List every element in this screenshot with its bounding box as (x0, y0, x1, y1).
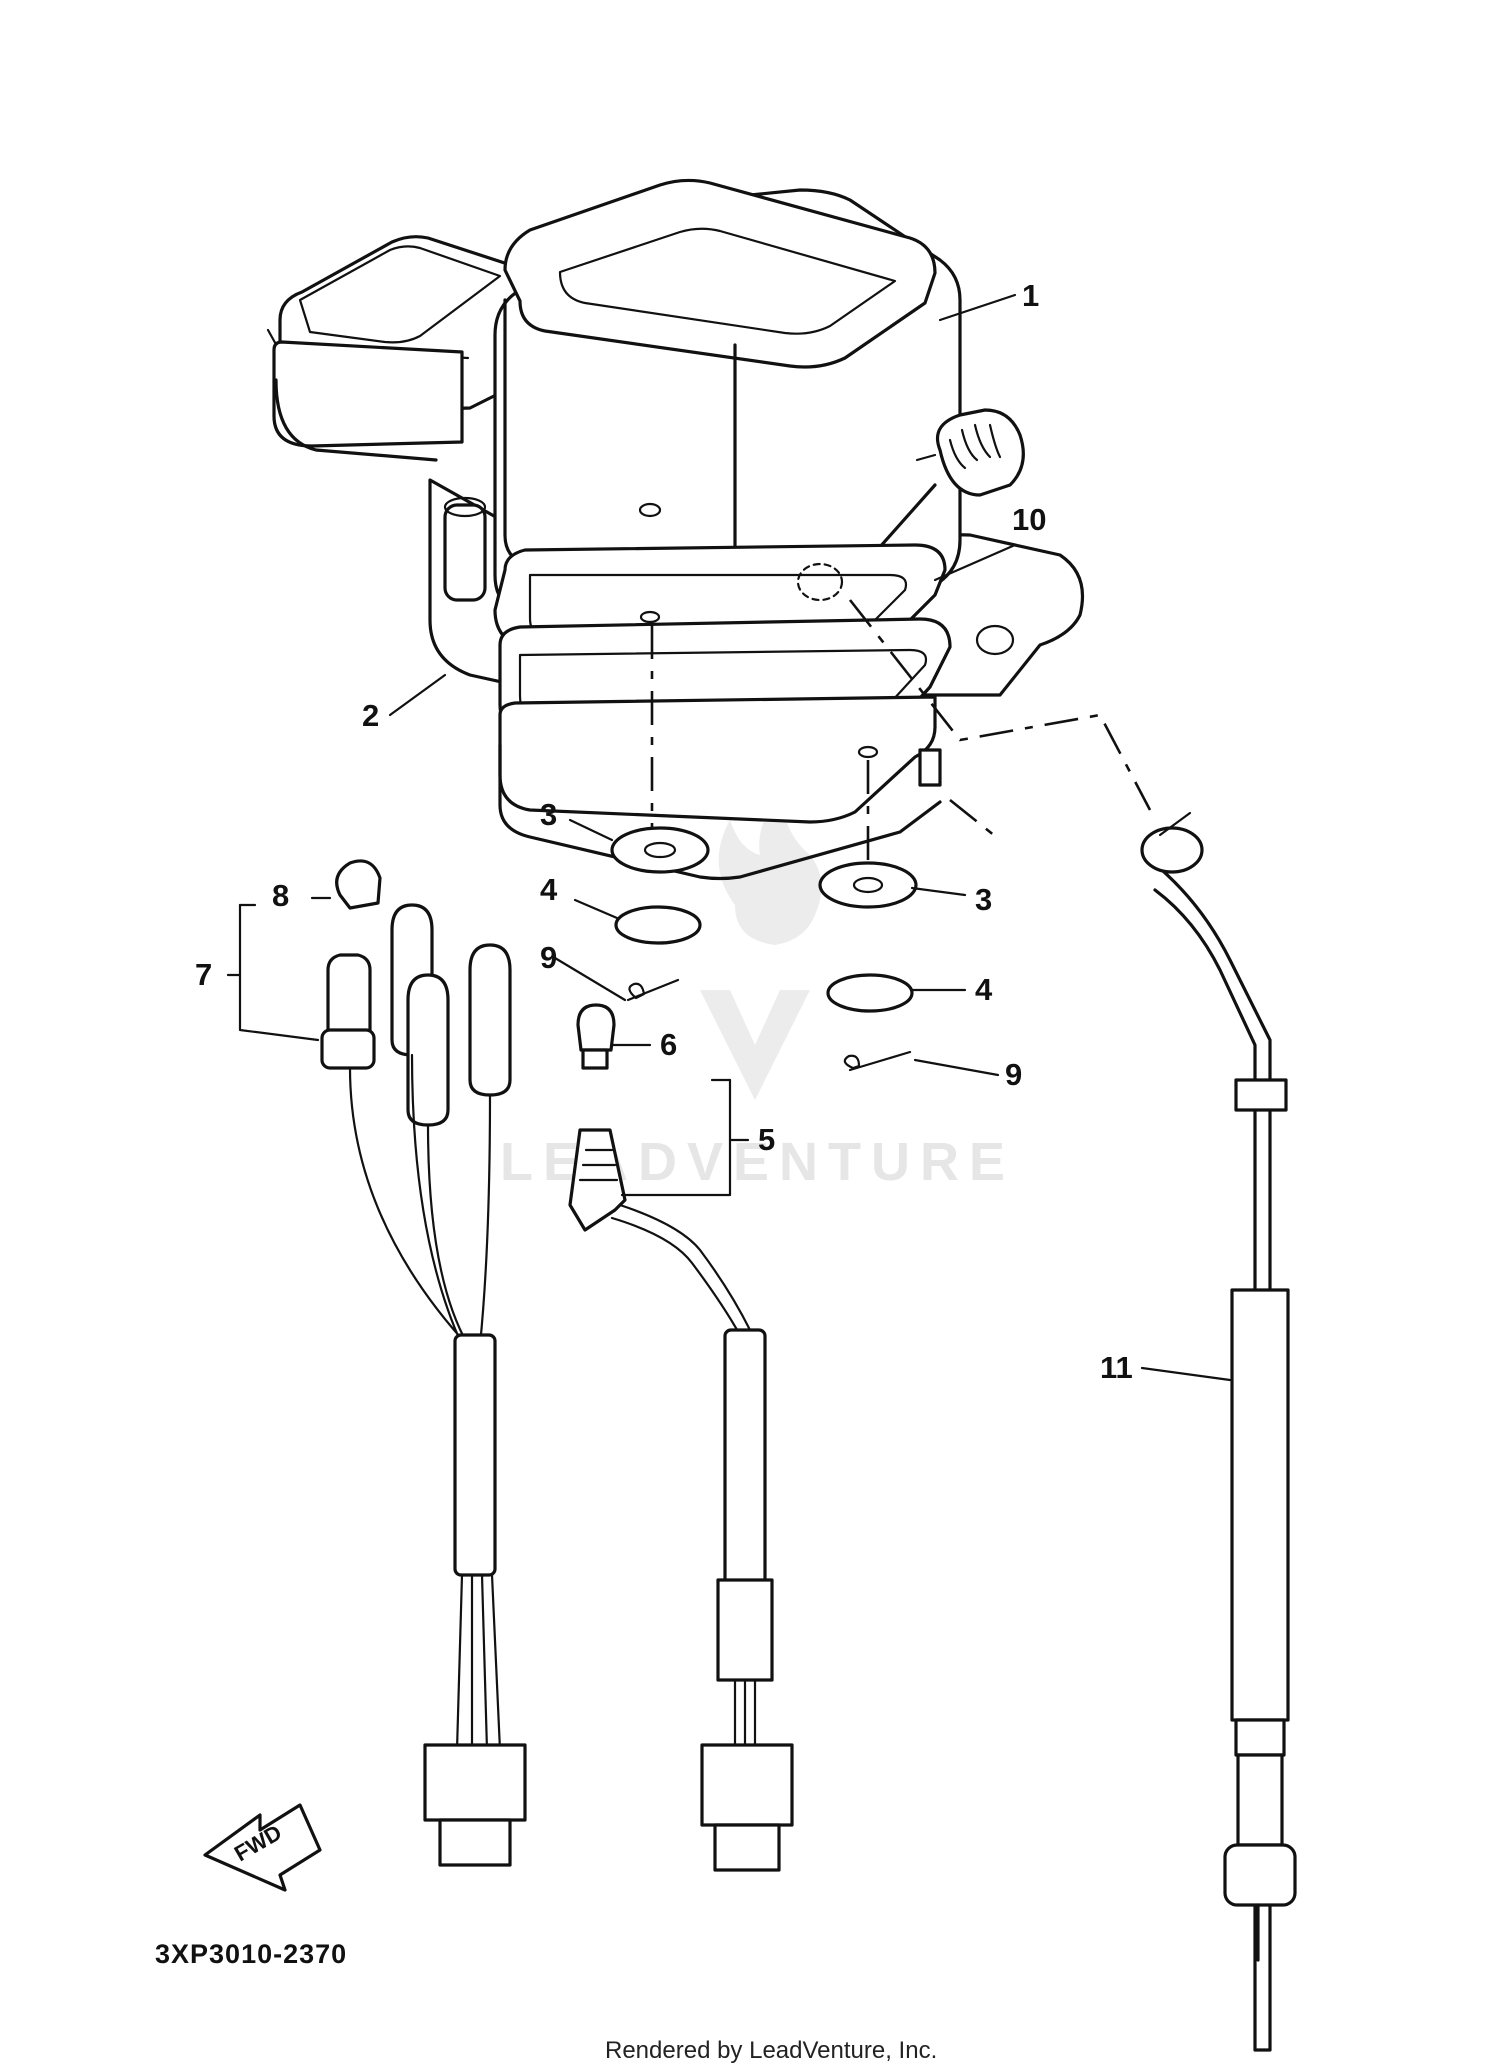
callout-6: 6 (660, 1027, 677, 1062)
callout-4-right: 4 (975, 972, 993, 1007)
diagram-code: 3XP3010-2370 (155, 1939, 347, 1969)
callout-5: 5 (758, 1122, 775, 1157)
callout-9-right: 9 (1005, 1057, 1022, 1092)
render-credit: Rendered by LeadVenture, Inc. (605, 2037, 937, 2064)
callout-3-left: 3 (540, 797, 557, 832)
callout-8: 8 (272, 878, 289, 913)
indicator-harness (320, 859, 527, 1867)
callout-3-right: 3 (975, 882, 992, 917)
fwd-arrow: FWD (203, 1803, 322, 1892)
callout-9-left: 9 (540, 940, 557, 975)
callout-labels: 1 10 2 3 3 4 4 8 7 9 9 6 5 11 (195, 278, 1133, 1385)
callout-11: 11 (1100, 1350, 1133, 1385)
speedometer-cable (848, 599, 1297, 2052)
fwd-arrow-icon (203, 1803, 322, 1892)
meter-assembly (266, 178, 1085, 881)
callout-4-left: 4 (540, 872, 558, 907)
watermark-v-icon (700, 990, 810, 1100)
callout-7: 7 (195, 957, 212, 992)
callout-1: 1 (1022, 278, 1039, 313)
grommets (610, 625, 918, 1072)
callout-10: 10 (1012, 502, 1046, 537)
leader-lines (226, 293, 1017, 1197)
callout-2: 2 (362, 698, 379, 733)
meter-lamp-harness (568, 1003, 794, 1872)
